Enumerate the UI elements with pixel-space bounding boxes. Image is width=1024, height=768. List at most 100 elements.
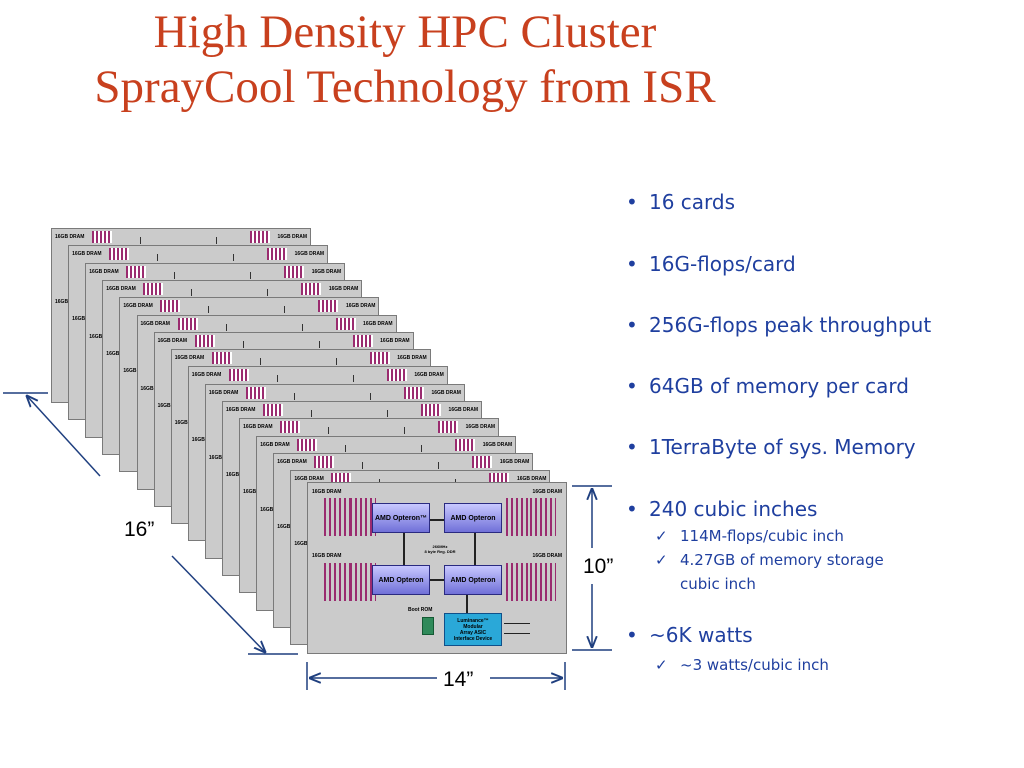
dimm-bank [324, 563, 350, 601]
dram-label: 16GB [55, 299, 69, 305]
io-line [504, 633, 530, 634]
dram-label: 16GB DRAM [482, 441, 513, 448]
dimm-module [250, 231, 270, 243]
bullet-dot-icon: • [626, 252, 638, 276]
bus-tick [191, 288, 193, 296]
dram-label: 16GB DRAM [55, 234, 85, 240]
bus-tick [387, 410, 388, 417]
checkmark-icon: ✓ [655, 656, 668, 674]
processor-chip: AMD Opteron [372, 565, 430, 595]
dram-label: 16GB [106, 350, 120, 357]
bullet-item: •16G-flops/card [626, 252, 796, 276]
boot-rom-chip [422, 617, 434, 635]
dram-label: 16GB DRAM [226, 407, 256, 413]
dimm-module [228, 369, 249, 382]
bus-tick [438, 461, 440, 469]
dram-label: 16GB [72, 316, 86, 323]
dimm-module [245, 386, 266, 399]
dimm-module [92, 231, 112, 243]
dimm-bank [324, 498, 350, 536]
bullet-dot-icon: • [626, 313, 638, 337]
boot-rom-label: Boot ROM [408, 607, 433, 613]
dram-label: 16GB DRAM [380, 337, 410, 344]
checkmark-icon: ✓ [655, 527, 668, 545]
bus-tick [335, 358, 337, 366]
dram-label: 16GB DRAM [277, 458, 307, 465]
dram-label: 16GB [157, 402, 171, 409]
bus-tick [276, 375, 278, 383]
bullet-dot-icon: • [626, 497, 638, 521]
dimm-module [335, 317, 356, 330]
interconnect-bus [403, 533, 405, 565]
bus-tick [369, 392, 371, 400]
interconnect-bus [404, 579, 466, 581]
dram-label: 16GB DRAM [532, 553, 562, 559]
dram-label: 16GB DRAM [414, 372, 444, 379]
bus-tick [293, 392, 295, 400]
asic-label: Luminance™ [457, 617, 489, 624]
dram-label: 16GB [208, 454, 222, 461]
dimm-module [369, 352, 390, 365]
bus-tick [225, 323, 227, 331]
dram-label: 16GB DRAM [294, 251, 325, 258]
io-line [504, 623, 530, 624]
dimm-bank [350, 498, 376, 536]
dram-label: 16GB DRAM [106, 285, 136, 292]
bus-tick [208, 306, 210, 314]
sub-bullet-continuation: cubic inch [680, 575, 756, 593]
dimm-module [109, 248, 130, 261]
bus-tick [311, 410, 312, 417]
dram-label: 16GB DRAM [243, 424, 273, 431]
dram-label: 16GB DRAM [397, 355, 427, 362]
dram-label: 16GB [260, 506, 274, 513]
dimm-module [284, 265, 305, 278]
height-label: 10” [583, 555, 613, 578]
bullet-dot-icon: • [626, 435, 638, 459]
asic-label: Modular [463, 623, 483, 630]
dimm-module [297, 438, 318, 451]
bus-tick [345, 444, 347, 452]
processor-chip: AMD Opteron™ [372, 503, 430, 533]
dimm-bank [530, 498, 556, 536]
dram-label: 16GB DRAM [516, 476, 547, 483]
dimm-module [314, 455, 335, 468]
sub-bullet-item: ✓ ~3 watts/cubic inch [655, 653, 829, 677]
dimm-module [403, 386, 424, 399]
dram-label: 16GB DRAM [363, 320, 393, 327]
dimm-module [143, 282, 164, 295]
dimm-module [126, 265, 147, 278]
dram-label: 16GB DRAM [174, 355, 205, 362]
dram-label: 16GB DRAM [312, 489, 342, 495]
bullet-item: •240 cubic inches [626, 497, 818, 521]
interconnect-bus [466, 593, 468, 617]
bus-tick [233, 254, 235, 262]
memory-type: 8 byte Reg. DDR [424, 549, 456, 554]
asic-label: Array ASIC [459, 629, 487, 636]
dram-label: 16GB [243, 489, 257, 496]
dimm-module [160, 300, 181, 313]
dram-label: 16GB [294, 541, 308, 548]
bullet-item: •256G-flops peak throughput [626, 313, 932, 337]
dimm-bank [506, 563, 532, 601]
bullet-dot-icon: • [626, 190, 638, 214]
bus-tick [421, 444, 423, 452]
dimm-module [177, 317, 198, 330]
dram-label: 16GB [174, 420, 188, 427]
asic-label: Interface Device [453, 635, 493, 642]
dram-label: 16GB DRAM [499, 458, 530, 465]
dimm-module [455, 438, 476, 451]
bus-tick [250, 271, 252, 279]
title-line-2: SprayCool Technology from ISR [94, 61, 716, 113]
dram-label: 16GB DRAM [448, 407, 478, 413]
bullet-dot-icon: • [626, 623, 638, 647]
checkmark-icon: ✓ [655, 551, 668, 569]
dram-label: 16GB DRAM [191, 372, 222, 379]
bus-tick [174, 271, 176, 279]
bullet-dot-icon: • [626, 374, 638, 398]
dram-label: 16GB DRAM [294, 476, 324, 483]
bus-tick [284, 306, 286, 314]
dimm-module [318, 300, 339, 313]
